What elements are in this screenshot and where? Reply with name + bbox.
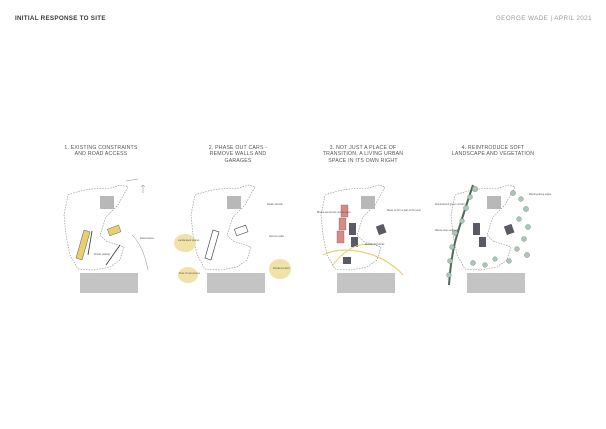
- panel-1-title: 1. EXISTING CONSTRAINTS AND ROAD ACCESS: [64, 145, 138, 158]
- garage-yellow: [107, 224, 122, 237]
- wall-outline: [204, 229, 220, 261]
- red-block-2: [338, 217, 347, 231]
- panel-3-title: 3. NOT JUST A PLACE OF TRANSITION, A LIV…: [322, 145, 404, 164]
- note-landscaped: Landscaped spaces: [178, 239, 200, 242]
- panel-2-diagram: Retain old wall Landscaped spaces Remove…: [174, 184, 291, 293]
- note-remove-walls: Remove walls: [269, 235, 285, 238]
- page-title: INITIAL RESPONSE TO SITE: [15, 15, 106, 22]
- access-wall-1: [87, 230, 121, 266]
- existing-building-north: [227, 196, 241, 209]
- tree-cluster: [446, 186, 531, 278]
- note-mature-trees: Mature trees retained: [435, 229, 458, 232]
- panel-4-title: 4. REINTRODUCE SOFT LANDSCAPE AND VEGETA…: [451, 145, 535, 158]
- site-boundary: [320, 184, 386, 271]
- dark-block-3: [343, 257, 351, 264]
- dark-block-2: [351, 237, 358, 247]
- dark-block-2: [479, 237, 486, 247]
- existing-building-north: [487, 196, 501, 209]
- note-residential: Residential blocks: [365, 243, 385, 246]
- note-road-access: Road access: [140, 237, 155, 240]
- garage-outline: [234, 224, 249, 237]
- existing-building-north: [361, 196, 375, 209]
- note-blocks-green: Blocks set around central green: [317, 211, 351, 214]
- red-block-1: [340, 204, 349, 218]
- existing-building-south: [467, 273, 525, 293]
- dark-block-4: [375, 223, 387, 236]
- note-green-corridor: Reintroduced green corridor: [435, 203, 465, 206]
- existing-building-south: [337, 273, 395, 293]
- red-block-3: [336, 230, 345, 244]
- note-flow: Flow of new spaces: [179, 272, 201, 275]
- dark-block-1: [349, 223, 356, 235]
- road-arrow: [140, 184, 146, 193]
- green-corridor: [448, 184, 474, 286]
- landscaped-space-south: [178, 267, 198, 283]
- existing-building-north: [100, 196, 114, 209]
- movement-arrow-2: [332, 243, 374, 266]
- existing-building-south: [207, 273, 265, 293]
- dark-block-3: [503, 223, 515, 236]
- dark-block-1: [473, 223, 480, 235]
- panel-4-diagram: Reintroduced green corridor Planting alo…: [435, 184, 552, 293]
- panel-1-diagram: Road access Private parking: [63, 178, 155, 293]
- note-reclaimed: Reclaimed land: [273, 267, 290, 270]
- landscaped-space-east: [269, 259, 291, 279]
- landscaped-space-west: [174, 234, 196, 252]
- site-boundary: [190, 184, 256, 271]
- movement-arrow-1: [322, 249, 404, 276]
- note-mews-route: Mews to form a part of the route: [387, 209, 422, 212]
- author-date: GEORGE WADE | APRIL 2021: [495, 15, 592, 22]
- note-planting: Planting along edges: [529, 193, 552, 196]
- note-retain-wall: Retain old wall: [267, 203, 283, 206]
- road-curve: [125, 178, 149, 271]
- panel-2-title: 2. PHASE OUT CARS - REMOVE WALLS AND GAR…: [208, 145, 268, 164]
- existing-building-south: [80, 273, 138, 293]
- panel-3-diagram: Blocks set around central green Mews to …: [317, 184, 422, 293]
- site-boundary: [63, 184, 129, 271]
- note-private-parking: Private parking: [94, 253, 111, 256]
- parking-strip-yellow: [75, 229, 91, 261]
